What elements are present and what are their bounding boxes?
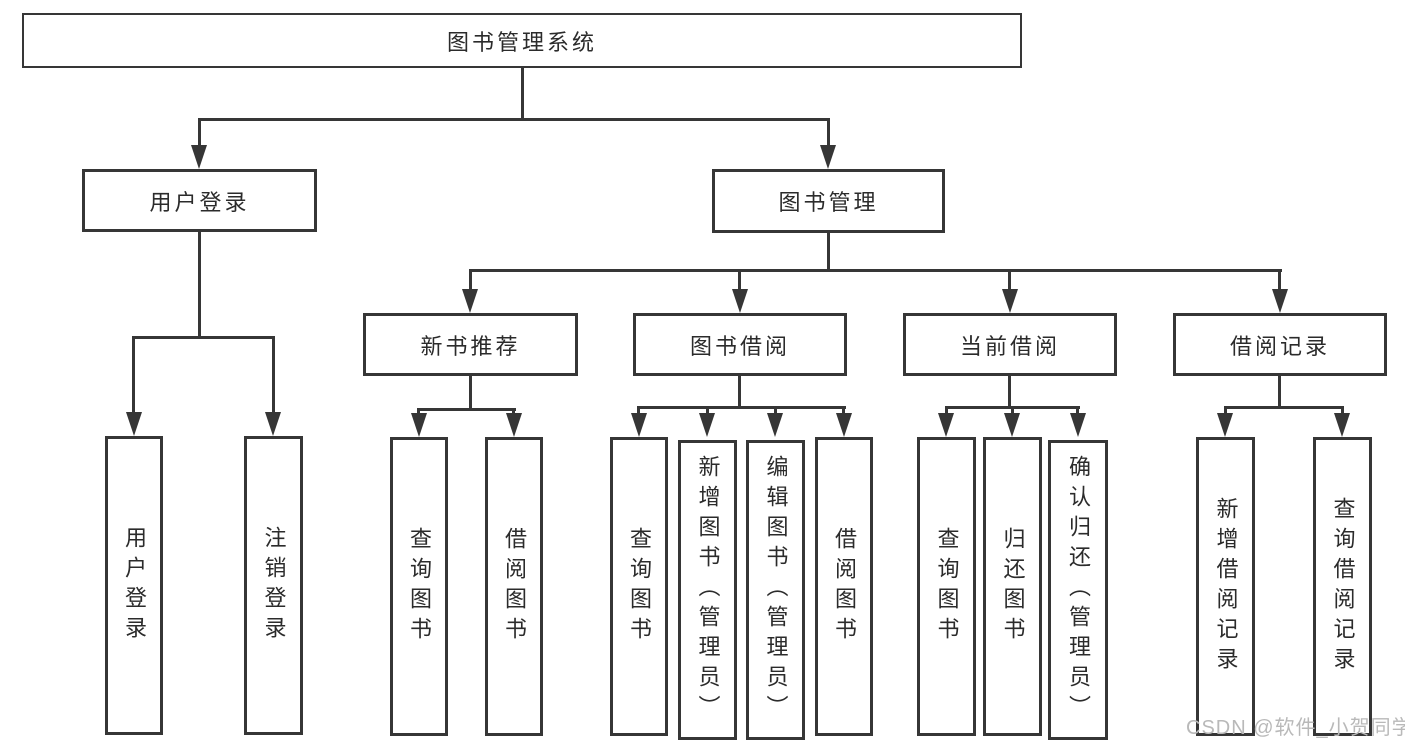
leaf-user-login-label: 用户登录	[122, 525, 147, 646]
leaf-add-books-admin: 新增图书（管理员）	[678, 440, 737, 740]
arrow-down-icon	[1217, 413, 1233, 437]
leaf-borrow-books-borrow: 借阅图书	[815, 437, 873, 736]
node-book-management-label: 图书管理	[778, 190, 879, 215]
leaf-add-books-admin-label: 新增图书（管理员）	[695, 455, 721, 725]
connector-line	[706, 406, 709, 415]
node-user-login-label: 用户登录	[149, 189, 250, 215]
node-current-borrowing-label: 当前借阅	[959, 333, 1060, 359]
arrow-down-icon	[1272, 289, 1288, 313]
node-book-management: 图书管理	[712, 169, 945, 233]
arrow-down-icon	[265, 412, 281, 436]
leaf-return-books: 归还图书	[983, 437, 1042, 736]
leaf-logout-label: 注销登录	[261, 525, 287, 646]
leaf-query-books-recommend: 查询图书	[390, 437, 448, 736]
leaf-query-books-recommend-label: 查询图书	[407, 526, 432, 647]
leaf-add-borrow-record: 新增借阅记录	[1196, 437, 1255, 736]
connector-line	[132, 336, 135, 414]
arrow-down-icon	[1070, 413, 1086, 437]
arrow-down-icon	[631, 413, 647, 437]
connector-line	[738, 376, 741, 406]
node-new-book-recommend: 新书推荐	[363, 313, 578, 376]
leaf-user-login: 用户登录	[105, 436, 163, 735]
leaf-confirm-return-admin-label: 确认归还（管理员）	[1066, 455, 1091, 725]
connector-line	[132, 336, 275, 339]
leaf-edit-books-admin: 编辑图书（管理员）	[746, 440, 805, 740]
arrow-down-icon	[732, 289, 748, 313]
connector-line	[842, 406, 845, 415]
arrow-down-icon	[938, 413, 954, 437]
node-new-book-recommend-label: 新书推荐	[420, 333, 521, 359]
node-root-label: 图书管理系统	[446, 29, 597, 55]
leaf-edit-books-admin-label: 编辑图书（管理员）	[763, 455, 789, 725]
connector-line	[469, 269, 472, 293]
arrow-down-icon	[411, 413, 427, 437]
connector-line	[198, 232, 201, 336]
arrow-down-icon	[836, 413, 852, 437]
connector-line	[827, 232, 830, 269]
connector-line	[945, 406, 948, 415]
leaf-query-books-borrow-label: 查询图书	[627, 526, 652, 647]
arrow-down-icon	[1002, 289, 1018, 313]
arrow-down-icon	[126, 412, 142, 436]
leaf-query-books-current: 查询图书	[917, 437, 976, 736]
leaf-add-borrow-record-label: 新增借阅记录	[1213, 496, 1239, 677]
leaf-confirm-return-admin: 确认归还（管理员）	[1048, 440, 1108, 740]
arrow-down-icon	[1334, 413, 1350, 437]
node-current-borrowing: 当前借阅	[903, 313, 1117, 376]
leaf-borrow-books-recommend: 借阅图书	[485, 437, 543, 736]
connector-line	[512, 408, 515, 417]
node-borrow-records-label: 借阅记录	[1229, 333, 1330, 359]
arrow-down-icon	[767, 413, 783, 437]
node-book-borrowing: 图书借阅	[633, 313, 847, 376]
arrow-down-icon	[462, 289, 478, 313]
connector-line	[827, 118, 830, 148]
connector-line	[198, 118, 830, 121]
connector-line	[417, 408, 420, 417]
connector-line	[1008, 269, 1011, 293]
node-user-login: 用户登录	[82, 169, 317, 232]
leaf-query-books-current-label: 查询图书	[934, 526, 960, 647]
csdn-watermark: CSDN @软件_小贺同学	[1186, 717, 1405, 739]
connector-line	[637, 406, 846, 409]
connector-line	[1278, 269, 1281, 293]
connector-line	[1224, 406, 1227, 415]
connector-line	[469, 269, 1282, 272]
node-borrow-records: 借阅记录	[1173, 313, 1387, 376]
connector-line	[1008, 376, 1011, 406]
connector-line	[738, 269, 741, 293]
leaf-borrow-books-borrow-label: 借阅图书	[832, 526, 857, 647]
connector-line	[1076, 406, 1079, 415]
leaf-query-books-borrow: 查询图书	[610, 437, 668, 736]
arrow-down-icon	[1004, 413, 1020, 437]
connector-line	[637, 406, 640, 415]
leaf-return-books-label: 归还图书	[1000, 526, 1026, 647]
connector-line	[198, 118, 201, 148]
connector-line	[1011, 406, 1014, 415]
connector-line	[774, 406, 777, 415]
connector-line	[1224, 406, 1344, 409]
connector-line	[1341, 406, 1344, 415]
leaf-query-borrow-record-label: 查询借阅记录	[1330, 496, 1356, 677]
leaf-borrow-books-recommend-label: 借阅图书	[502, 526, 527, 647]
leaf-logout: 注销登录	[244, 436, 303, 735]
arrow-down-icon	[191, 145, 207, 169]
arrow-down-icon	[699, 413, 715, 437]
node-book-borrowing-label: 图书借阅	[689, 333, 790, 359]
leaf-query-borrow-record: 查询借阅记录	[1313, 437, 1372, 736]
arrow-down-icon	[820, 145, 836, 169]
node-root: 图书管理系统	[22, 13, 1022, 68]
connector-line	[521, 67, 524, 118]
connector-line	[469, 376, 472, 408]
arrow-down-icon	[506, 413, 522, 437]
connector-line	[272, 336, 275, 414]
connector-line	[1278, 376, 1281, 406]
connector-line	[417, 408, 516, 411]
